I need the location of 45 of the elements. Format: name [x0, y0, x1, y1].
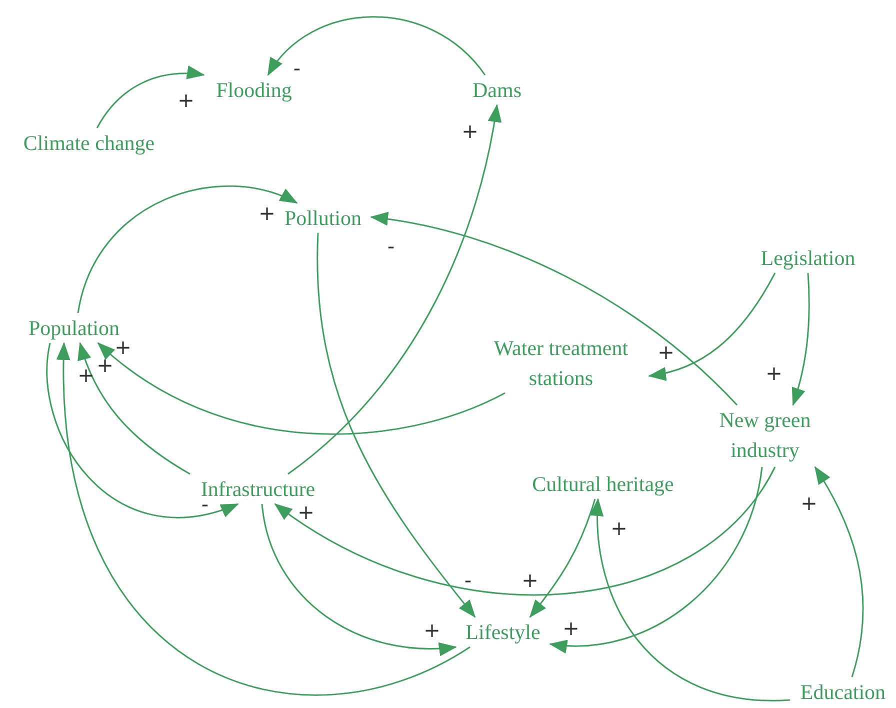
variable-label: Water treatment stations [473, 333, 649, 393]
variable-label: Infrastructure [186, 474, 330, 504]
causal-arrow [529, 498, 596, 618]
polarity-sign: + [522, 570, 538, 590]
polarity-sign: + [658, 342, 674, 362]
causal-arrow [77, 186, 298, 314]
variable-label: Legislation [750, 243, 866, 273]
causal-arrow [46, 342, 239, 518]
variable-label: Cultural heritage [517, 469, 689, 499]
polarity-sign: + [462, 121, 478, 141]
causal-arrow [57, 342, 470, 696]
causal-arrow [316, 233, 476, 618]
causal-arrow [97, 342, 506, 435]
polarity-sign: + [562, 618, 580, 638]
polarity-sign: + [258, 203, 276, 223]
polarity-sign: + [424, 620, 440, 640]
causal-arrow [261, 504, 457, 656]
polarity-sign: - [387, 236, 395, 256]
causal-arrow [590, 498, 790, 701]
causal-arrow [370, 212, 738, 406]
variable-label: Pollution [275, 203, 371, 233]
causal-arrow [288, 104, 502, 475]
causal-arrow [267, 16, 486, 76]
polarity-sign: + [78, 365, 94, 385]
polarity-sign: + [800, 493, 818, 513]
polarity-sign: + [766, 363, 782, 383]
causal-arrow [549, 466, 763, 652]
polarity-sign: + [610, 518, 628, 538]
variable-label: Climate change [9, 128, 169, 158]
causal-arrow [78, 342, 190, 475]
variable-label: New green industry [703, 405, 827, 467]
variable-label: Dams [464, 75, 530, 105]
polarity-sign: - [464, 570, 472, 590]
polarity-sign: + [96, 355, 114, 375]
variable-label: Flooding [204, 75, 304, 105]
causal-arrow [648, 272, 776, 380]
causal-arrow [96, 66, 205, 128]
causal-arrow [792, 272, 810, 406]
causal-arrow [814, 466, 864, 678]
polarity-sign: + [178, 90, 194, 110]
causal-arrow [274, 466, 776, 596]
polarity-sign: + [298, 502, 314, 522]
variable-label: Lifestyle [456, 617, 550, 647]
variable-label: Education [790, 677, 896, 707]
polarity-sign: - [293, 58, 301, 78]
